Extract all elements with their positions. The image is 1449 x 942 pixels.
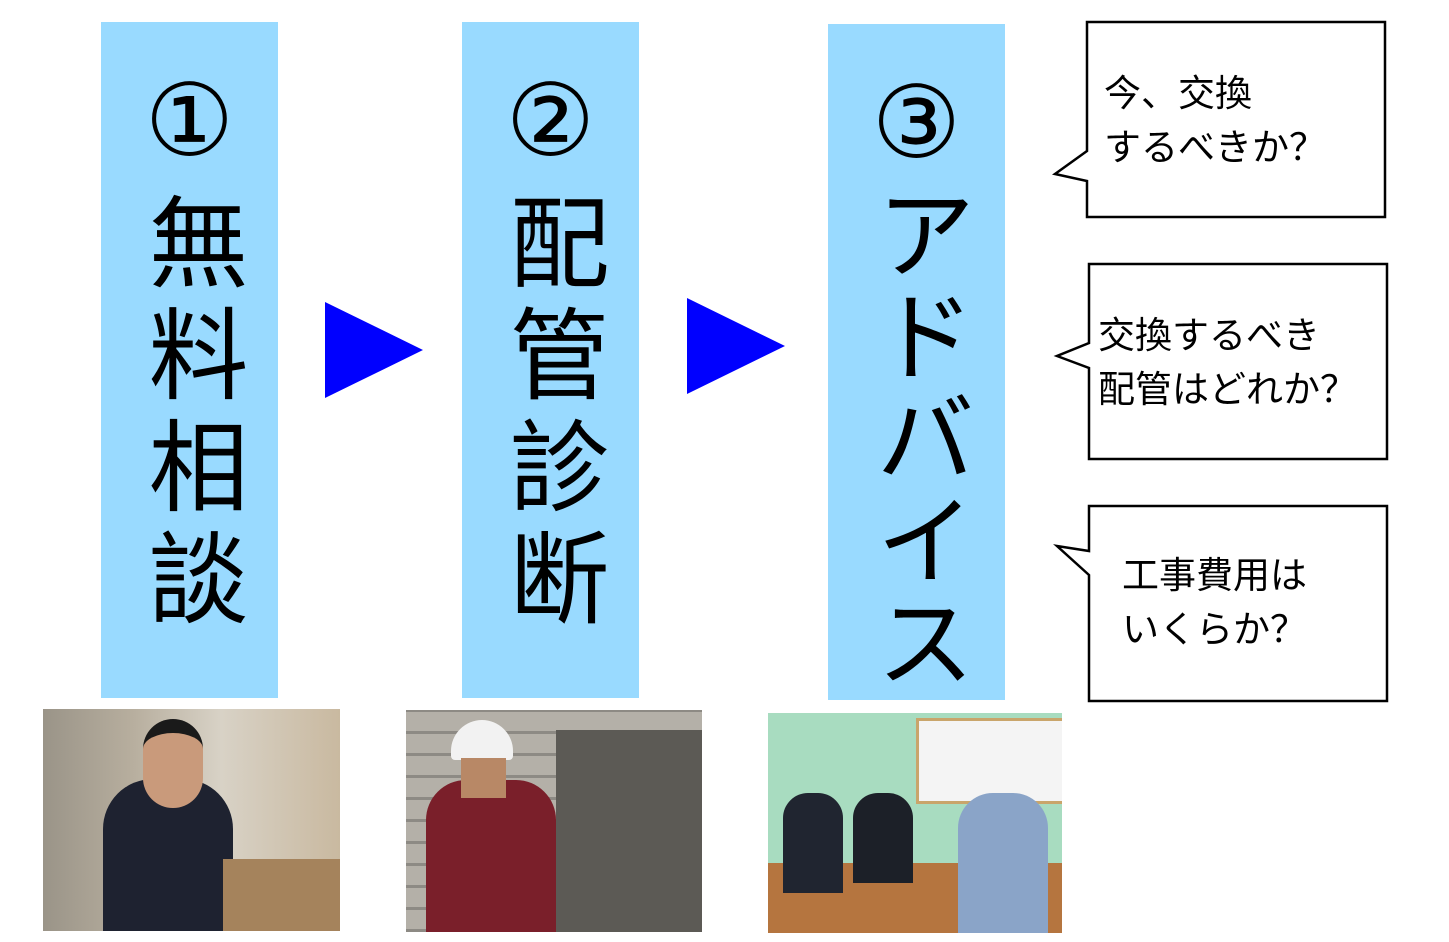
photo-pipe-inspection	[406, 710, 702, 932]
speech-bubble-1: 今、交換 するべきか？	[1051, 20, 1387, 219]
step-2-title: ②配管診断	[492, 62, 609, 639]
bubble-3-text: 工事費用は いくらか？	[1122, 554, 1307, 651]
step-3-title: ③アドバイス	[858, 64, 975, 693]
arrow-right-icon	[325, 302, 423, 398]
speech-bubble-2: 交換するべき 配管はどれか？	[1053, 262, 1389, 461]
arrow-right-icon	[687, 298, 785, 394]
speech-bubble-3: 工事費用は いくらか？	[1053, 504, 1389, 703]
photo-online-consultation	[43, 709, 340, 931]
bubble-1-text: 今、交換 するべきか？	[1104, 72, 1326, 169]
bubble-2-text: 交換するべき 配管はどれか？	[1098, 314, 1357, 411]
step-1-title: ①無料相談	[131, 62, 248, 639]
step-1-box: ①無料相談	[101, 22, 278, 698]
step-2-box: ②配管診断	[462, 22, 639, 698]
photo-advice-meeting	[768, 713, 1062, 933]
step-3-box: ③アドバイス	[828, 24, 1005, 700]
